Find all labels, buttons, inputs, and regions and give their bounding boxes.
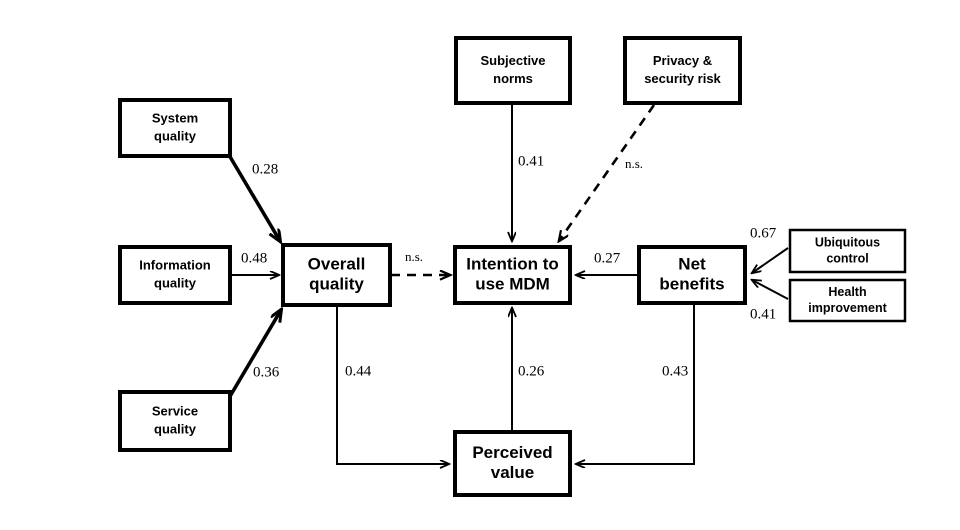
path-health-improvement-to-net-benefits [752, 280, 789, 300]
node-label-ubiquitous-control-line2: control [826, 251, 868, 265]
node-label-information-quality-line1: Information [139, 257, 211, 272]
node-label-subjective-norms-line2: norms [493, 71, 533, 86]
node-box-intention-to-use-mdm [453, 245, 572, 305]
node-label-intention-to-use-mdm-line1: Intention to [466, 254, 559, 273]
node-box-ubiquitous-control [788, 228, 907, 274]
coefficient-health-improvement-to-net-benefits: 0.41 [750, 306, 776, 322]
path-service-quality-to-overall-quality [227, 310, 281, 399]
path-net-benefits-to-perceived-value [576, 305, 695, 464]
coefficient-service-quality-to-overall-quality: 0.36 [253, 364, 280, 380]
node-label-health-improvement-line2: improvement [808, 301, 887, 315]
node-box-perceived-value [453, 430, 572, 497]
node-system-quality[interactable]: System quality [118, 98, 232, 158]
node-box-net-benefits [637, 245, 747, 305]
coefficient-system-quality-to-overall-quality: 0.28 [252, 161, 278, 177]
paths-layer [227, 104, 789, 464]
node-label-perceived-value-line2: value [491, 463, 534, 482]
node-label-net-benefits-line1: Net [678, 254, 706, 273]
node-label-privacy-security-risk-line1: Privacy & [653, 53, 712, 68]
node-label-service-quality-line1: Service [152, 403, 198, 418]
node-label-privacy-security-risk-line2: security risk [644, 71, 721, 86]
node-privacy-security-risk[interactable]: Privacy & security risk [623, 36, 742, 105]
node-label-ubiquitous-control-line1: Ubiquitous [815, 235, 880, 249]
coefficient-net-benefits-to-perceived-value: 0.43 [662, 363, 688, 379]
node-service-quality[interactable]: Service quality [118, 390, 232, 452]
node-label-service-quality-line2: quality [154, 421, 197, 436]
node-label-subjective-norms-line1: Subjective [480, 53, 545, 68]
node-label-perceived-value-line1: Perceived [472, 443, 552, 462]
node-box-subjective-norms [454, 36, 572, 105]
node-label-information-quality-line2: quality [154, 275, 197, 290]
node-label-net-benefits-line2: benefits [659, 274, 724, 293]
path-ubiquitous-control-to-net-benefits [752, 247, 789, 273]
node-health-improvement[interactable]: Health improvement [788, 278, 907, 323]
node-label-system-quality-line1: System [152, 110, 198, 125]
nodes-layer: SystemqualityInformationqualityServicequ… [118, 36, 907, 497]
coefficient-subjective-norms-to-intention: 0.41 [518, 153, 544, 169]
node-label-overall-quality-line1: Overall [308, 254, 366, 273]
coefficient-information-quality-to-overall-quality: 0.48 [241, 250, 267, 266]
coefficient-overall-quality-to-intention: n.s. [405, 249, 423, 264]
coefficient-net-benefits-to-intention: 0.27 [594, 250, 621, 266]
node-information-quality[interactable]: Information quality [118, 245, 232, 305]
coefficient-perceived-value-to-intention: 0.26 [518, 363, 545, 379]
coefficient-ubiquitous-control-to-net-benefits: 0.67 [750, 225, 777, 241]
node-box-information-quality [118, 245, 232, 305]
node-label-health-improvement-line1: Health [828, 285, 866, 299]
node-box-service-quality [118, 390, 232, 452]
node-box-system-quality [118, 98, 232, 158]
node-box-overall-quality [281, 243, 392, 307]
path-privacy-risk-to-intention [559, 104, 656, 241]
node-box-privacy-security-risk [623, 36, 742, 105]
path-system-quality-to-overall-quality [227, 154, 280, 241]
node-subjective-norms[interactable]: Subjective norms [454, 36, 572, 105]
node-label-overall-quality-line2: quality [309, 274, 364, 293]
node-box-health-improvement [788, 278, 907, 323]
node-label-intention-to-use-mdm-line2: use MDM [475, 274, 550, 293]
path-overall-quality-to-perceived-value [336, 306, 449, 464]
coefficient-privacy-risk-to-intention: n.s. [625, 156, 643, 171]
coefficient-overall-quality-to-perceived-value: 0.44 [345, 363, 372, 379]
coefficient-labels-layer: 0.28 0.48 0.36 n.s. 0.41 n.s. 0.27 0.26 0.44 0.43… [241, 153, 777, 380]
node-ubiquitous-control[interactable]: Ubiquitous control [788, 228, 907, 274]
node-label-system-quality-line2: quality [154, 128, 197, 143]
